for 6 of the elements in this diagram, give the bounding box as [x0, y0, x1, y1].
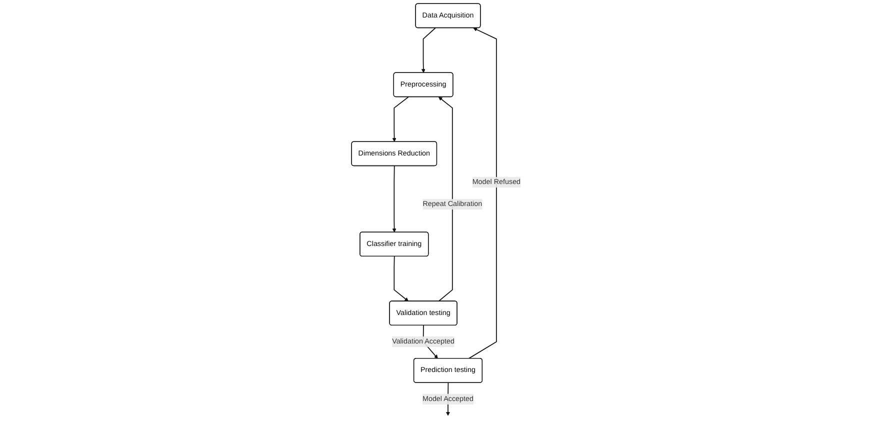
arrow: [392, 166, 396, 232]
arrow: [438, 96, 453, 302]
arrow: [468, 28, 497, 360]
arrow: [394, 256, 408, 302]
arrow: [421, 28, 436, 73]
arrow: [392, 96, 409, 142]
